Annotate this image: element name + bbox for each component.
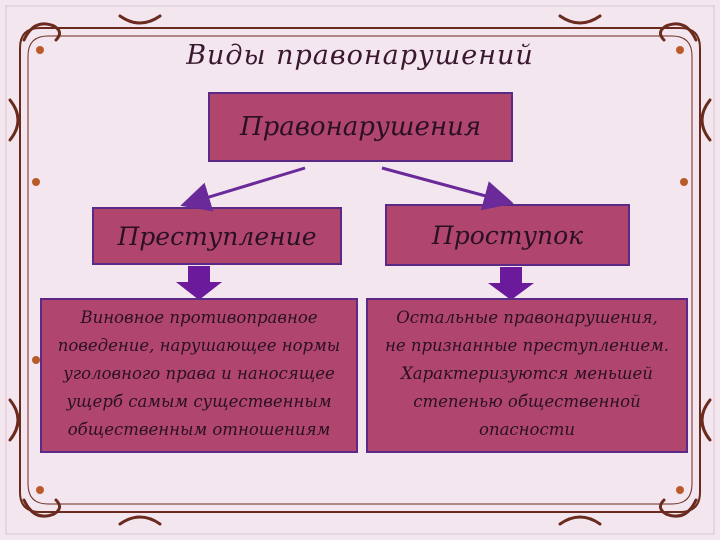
right-node-label: Проступок bbox=[431, 220, 584, 250]
root-node: Правонарушения bbox=[208, 92, 513, 162]
right-desc-line-5: опасности bbox=[479, 420, 575, 439]
diagram-title: Виды правонарушений bbox=[186, 40, 534, 71]
root-node-label: Правонарушения bbox=[239, 112, 482, 142]
left-desc-line-5: общественным отношениям bbox=[67, 420, 331, 439]
left-node-label: Преступление bbox=[117, 221, 317, 251]
right-description: Остальные правонарушения, не признанные … bbox=[366, 298, 688, 453]
right-desc-line-3: Характеризуются меньшей bbox=[401, 364, 653, 383]
block-arrow-right bbox=[488, 267, 534, 300]
left-desc-line-3: уголовного права и наносящее bbox=[63, 364, 335, 383]
right-desc-line-4: степенью общественной bbox=[413, 392, 641, 411]
block-arrow-left bbox=[176, 266, 222, 300]
left-desc-line-1: Виновное противоправное bbox=[80, 308, 318, 327]
right-desc-line-1: Остальные правонарушения, bbox=[396, 308, 658, 327]
left-desc-line-2: поведение, нарушающее нормы bbox=[57, 336, 341, 355]
arrow-root-to-left bbox=[180, 166, 306, 212]
left-node: Преступление bbox=[92, 207, 342, 265]
left-description: Виновное противоправное поведение, наруш… bbox=[40, 298, 358, 453]
right-desc-line-2: не признанные преступлением. bbox=[384, 336, 670, 355]
arrow-root-to-right bbox=[381, 166, 514, 211]
left-desc-line-4: ущерб самым существенным bbox=[66, 392, 332, 411]
